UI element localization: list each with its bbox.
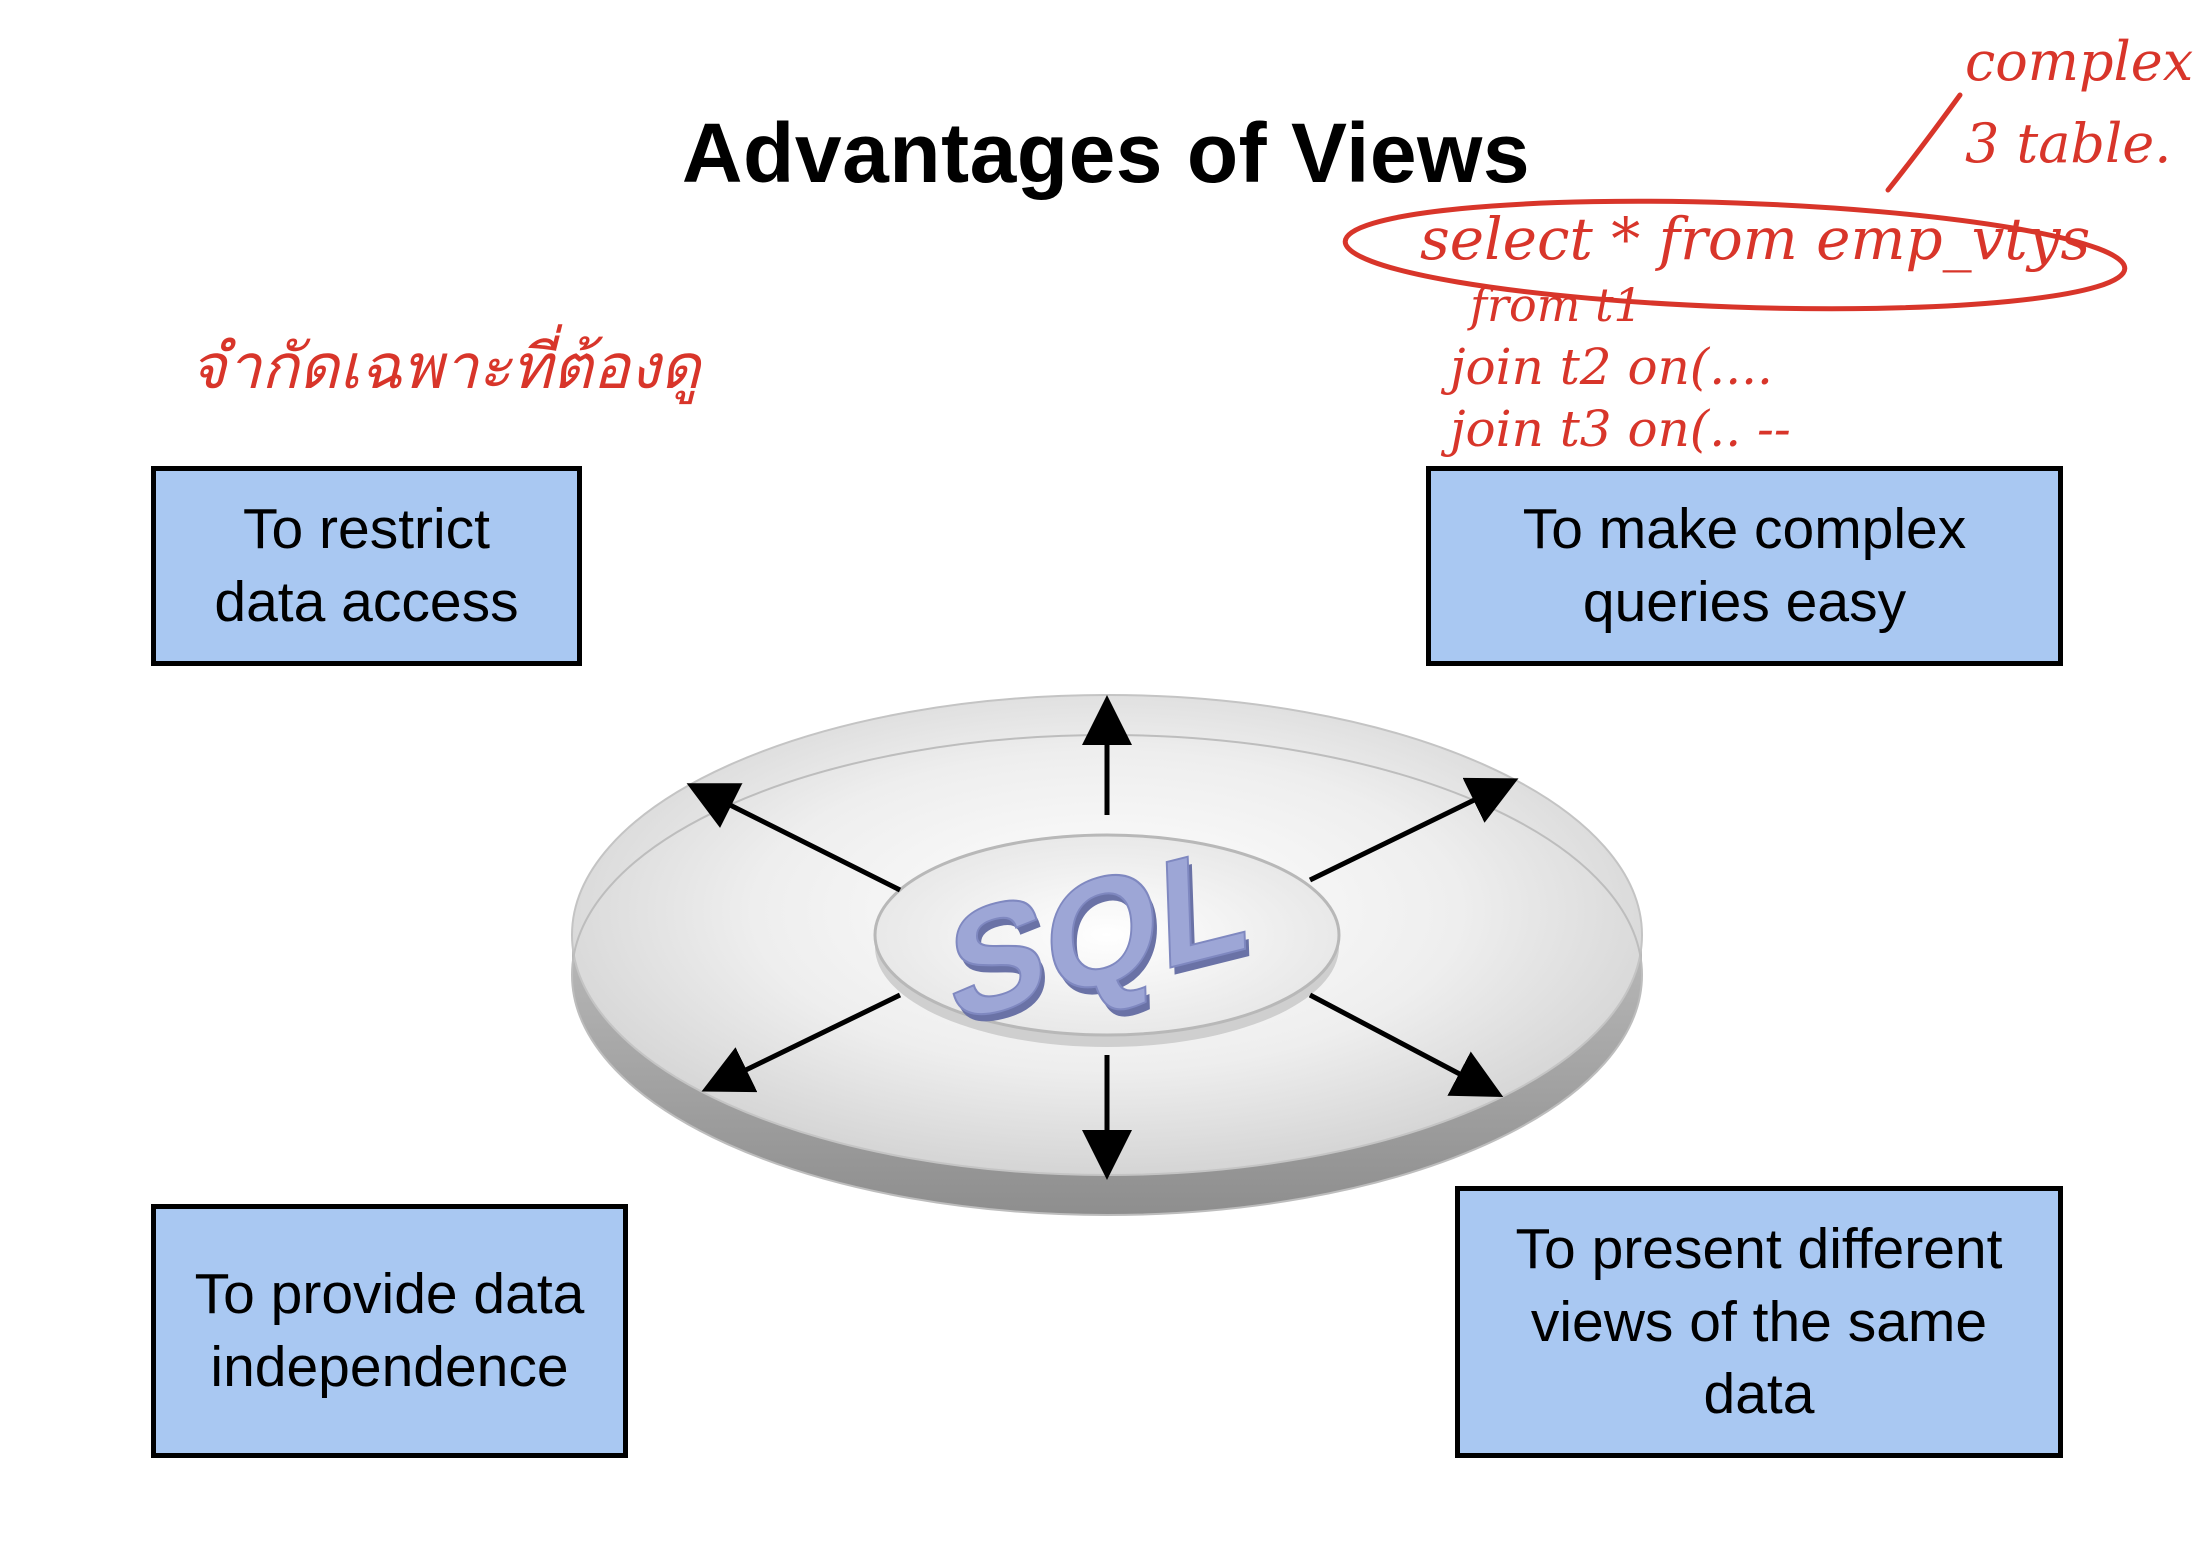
arrow-icon — [686, 695, 1519, 1180]
disk-side — [572, 935, 1642, 1215]
box-text: To provide data independence — [194, 1262, 585, 1399]
box-text: To make complex queries easy — [1522, 497, 1967, 634]
annotation-complex: complex — [1965, 30, 2194, 93]
box-restrict-data-access: To restrict data access — [151, 466, 582, 666]
annotation-query-line-4: join t3 on(.. -- — [1450, 400, 1791, 458]
annotation-query-line-3: join t2 on(.... — [1450, 338, 1773, 396]
box-different-views: To present different views of the same d… — [1455, 1186, 2063, 1458]
annotation-query-line-2: from t1 — [1470, 278, 1643, 332]
box-complex-queries: To make complex queries easy — [1426, 466, 2063, 666]
disk-hub — [873, 833, 1341, 1037]
annotation-thai-note: จำกัดเฉพาะที่ต้องดู — [190, 330, 701, 403]
box-text: To present different views of the same d… — [1515, 1216, 2003, 1427]
slide-title: Advantages of Views — [681, 106, 1531, 200]
box-data-independence: To provide data independence — [151, 1204, 628, 1458]
annotation-query-line-1: select * from emp_vtys — [1420, 205, 2091, 273]
box-text: To restrict data access — [214, 497, 519, 634]
annotation-3-table: 3 table. — [1965, 112, 2172, 175]
